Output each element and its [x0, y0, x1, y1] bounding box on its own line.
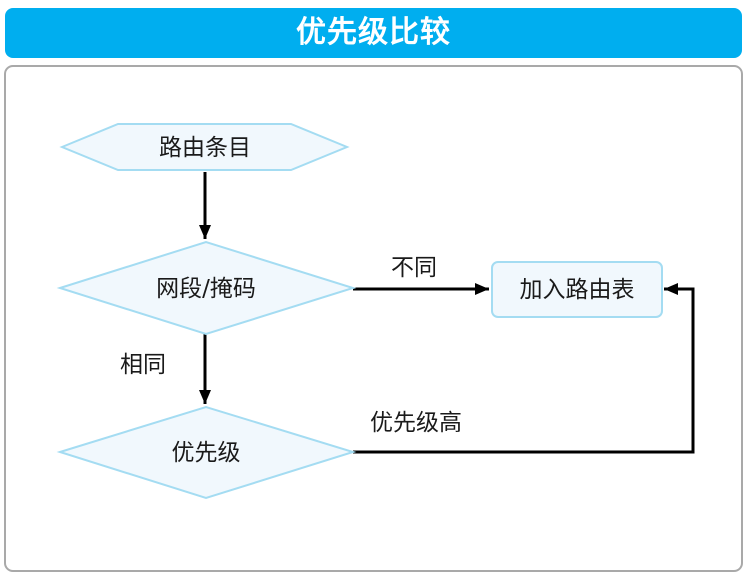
diamond-priority — [56, 405, 357, 500]
hexagon-route-entry — [59, 123, 350, 171]
node-label-network-mask: 网段/掩码 — [156, 276, 256, 302]
edge-label-different: 不同 — [391, 255, 437, 281]
title-bar: 优先级比较 — [5, 8, 742, 58]
node-label-add-routing-table: 加入路由表 — [520, 277, 635, 303]
rect-add-routing-table — [491, 261, 663, 318]
page-title: 优先级比较 — [296, 15, 451, 50]
edge-label-same: 相同 — [120, 352, 166, 378]
edge-label-higher-priority: 优先级高 — [370, 410, 462, 436]
node-label-priority: 优先级 — [172, 440, 241, 466]
diamond-network-mask — [56, 240, 357, 336]
node-label-route-entry: 路由条目 — [159, 135, 251, 161]
arrow-decision2-to-result — [353, 283, 695, 454]
